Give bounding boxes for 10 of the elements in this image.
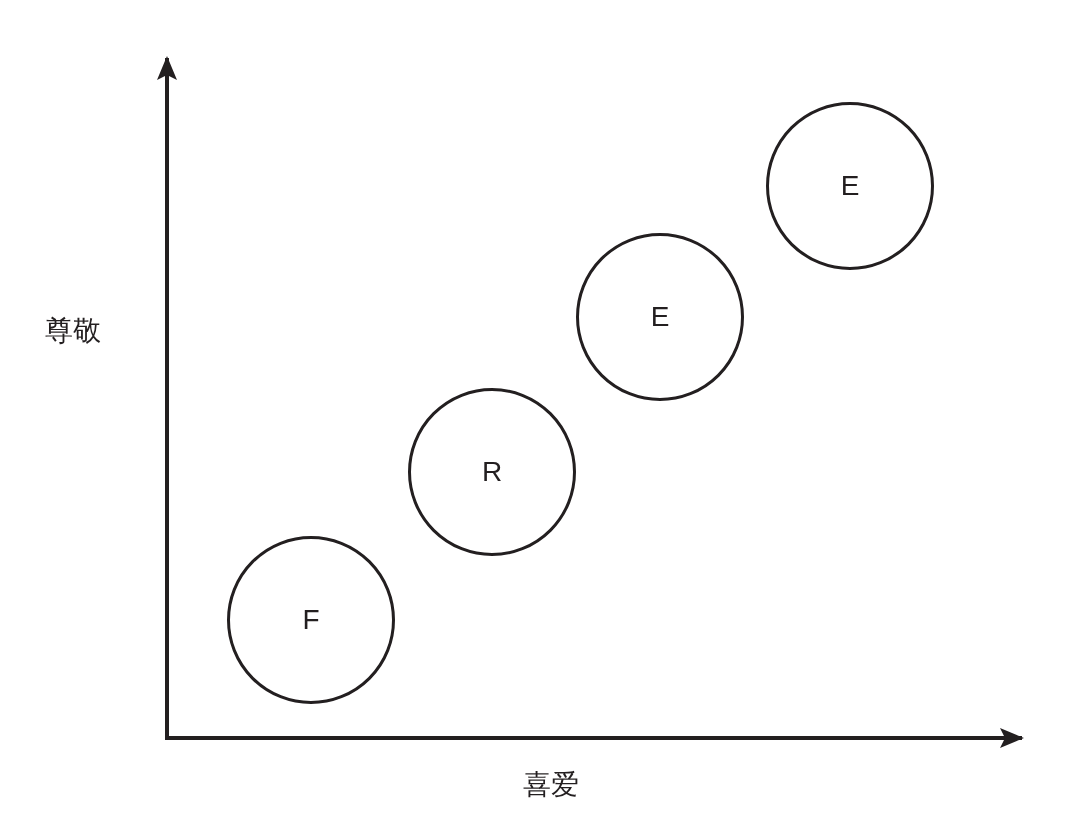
node-label: F: [302, 604, 320, 636]
node-label: R: [481, 456, 503, 488]
y-axis-label: 尊敬: [45, 313, 101, 349]
circle-node: [766, 102, 934, 270]
circle-node: [408, 388, 576, 556]
node-label: E: [650, 301, 670, 333]
x-axis-label: 喜爱: [523, 767, 579, 803]
circle-node: [576, 233, 744, 401]
node-label: E: [840, 170, 860, 202]
circle-node: [227, 536, 395, 704]
